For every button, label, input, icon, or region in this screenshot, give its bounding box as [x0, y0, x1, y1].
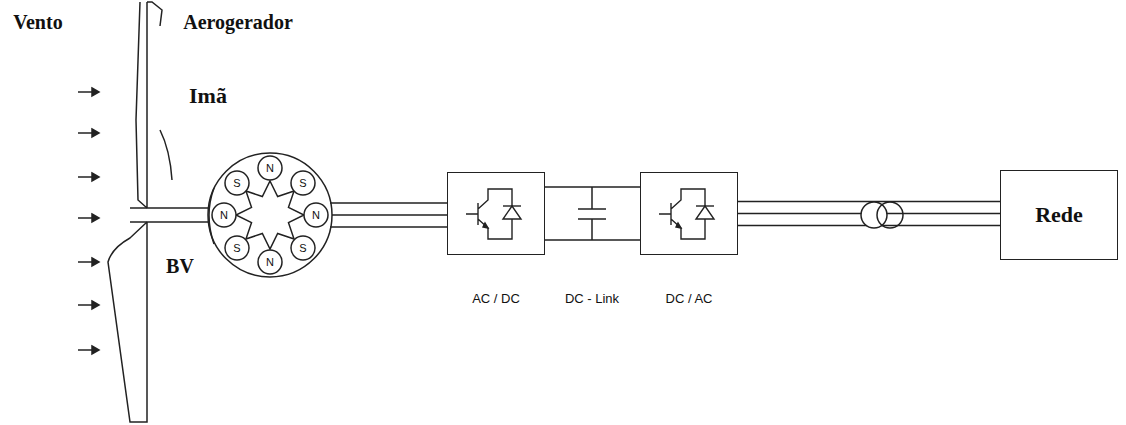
grid-label: Rede	[1035, 202, 1083, 228]
wind-arrowhead	[92, 258, 99, 266]
magnet-pole	[225, 236, 249, 260]
turbine-label: Aerogerador	[183, 12, 293, 32]
wind-arrowhead	[92, 346, 99, 354]
shaft	[130, 208, 215, 222]
wind-arrowhead	[92, 129, 99, 137]
transformer-coil	[861, 202, 887, 228]
generator-stator	[208, 153, 332, 277]
magnet-pole-letter: N	[220, 210, 228, 221]
blade-lower	[108, 222, 147, 422]
generator-leads	[330, 203, 447, 227]
magnet-pole-letter: N	[312, 210, 320, 221]
wind-label: Vento	[13, 12, 62, 32]
magnet-pole	[258, 250, 282, 274]
power-line	[545, 187, 640, 240]
converter-outline	[640, 172, 738, 255]
converter-outline	[447, 172, 545, 255]
rectifier-box: AC / DC	[447, 172, 545, 306]
magnet-pole-letter: S	[233, 178, 240, 189]
wind-arrowhead	[92, 214, 99, 222]
magnets	[212, 156, 328, 274]
magnet-pole	[291, 171, 315, 195]
magnet-label: Imã	[189, 85, 227, 107]
wind-arrowhead	[92, 301, 99, 309]
blade-curve	[160, 130, 172, 180]
wind-arrowhead	[92, 173, 99, 181]
magnet-pole	[291, 236, 315, 260]
blade-upper	[136, 2, 162, 208]
magnet-pole	[304, 203, 328, 227]
magnet-pole-letter: N	[266, 257, 274, 268]
igbt-diode-symbol	[448, 173, 543, 253]
magnet-pole-letter: N	[266, 163, 274, 174]
inverter-box: DC / AC	[640, 172, 738, 306]
transformer-coil	[877, 202, 903, 228]
converter-label: AC / DC	[447, 291, 545, 306]
grid-box: Rede	[1000, 170, 1118, 260]
magnet-pole	[212, 203, 236, 227]
magnet-pole	[225, 171, 249, 195]
dc-link-label: DC - Link	[565, 292, 619, 305]
magnet-pole-letter: S	[233, 243, 240, 254]
wind-arrows	[78, 88, 99, 354]
igbt-diode-symbol	[641, 173, 736, 253]
magnet-pole	[258, 156, 282, 180]
wind-arrowhead	[92, 88, 99, 96]
capacitor-symbol	[578, 187, 606, 240]
magnet-pole-letter: S	[299, 243, 306, 254]
converter-label: DC / AC	[640, 291, 738, 306]
blade-label: BV	[166, 256, 194, 276]
magnet-pole-letter: S	[299, 178, 306, 189]
